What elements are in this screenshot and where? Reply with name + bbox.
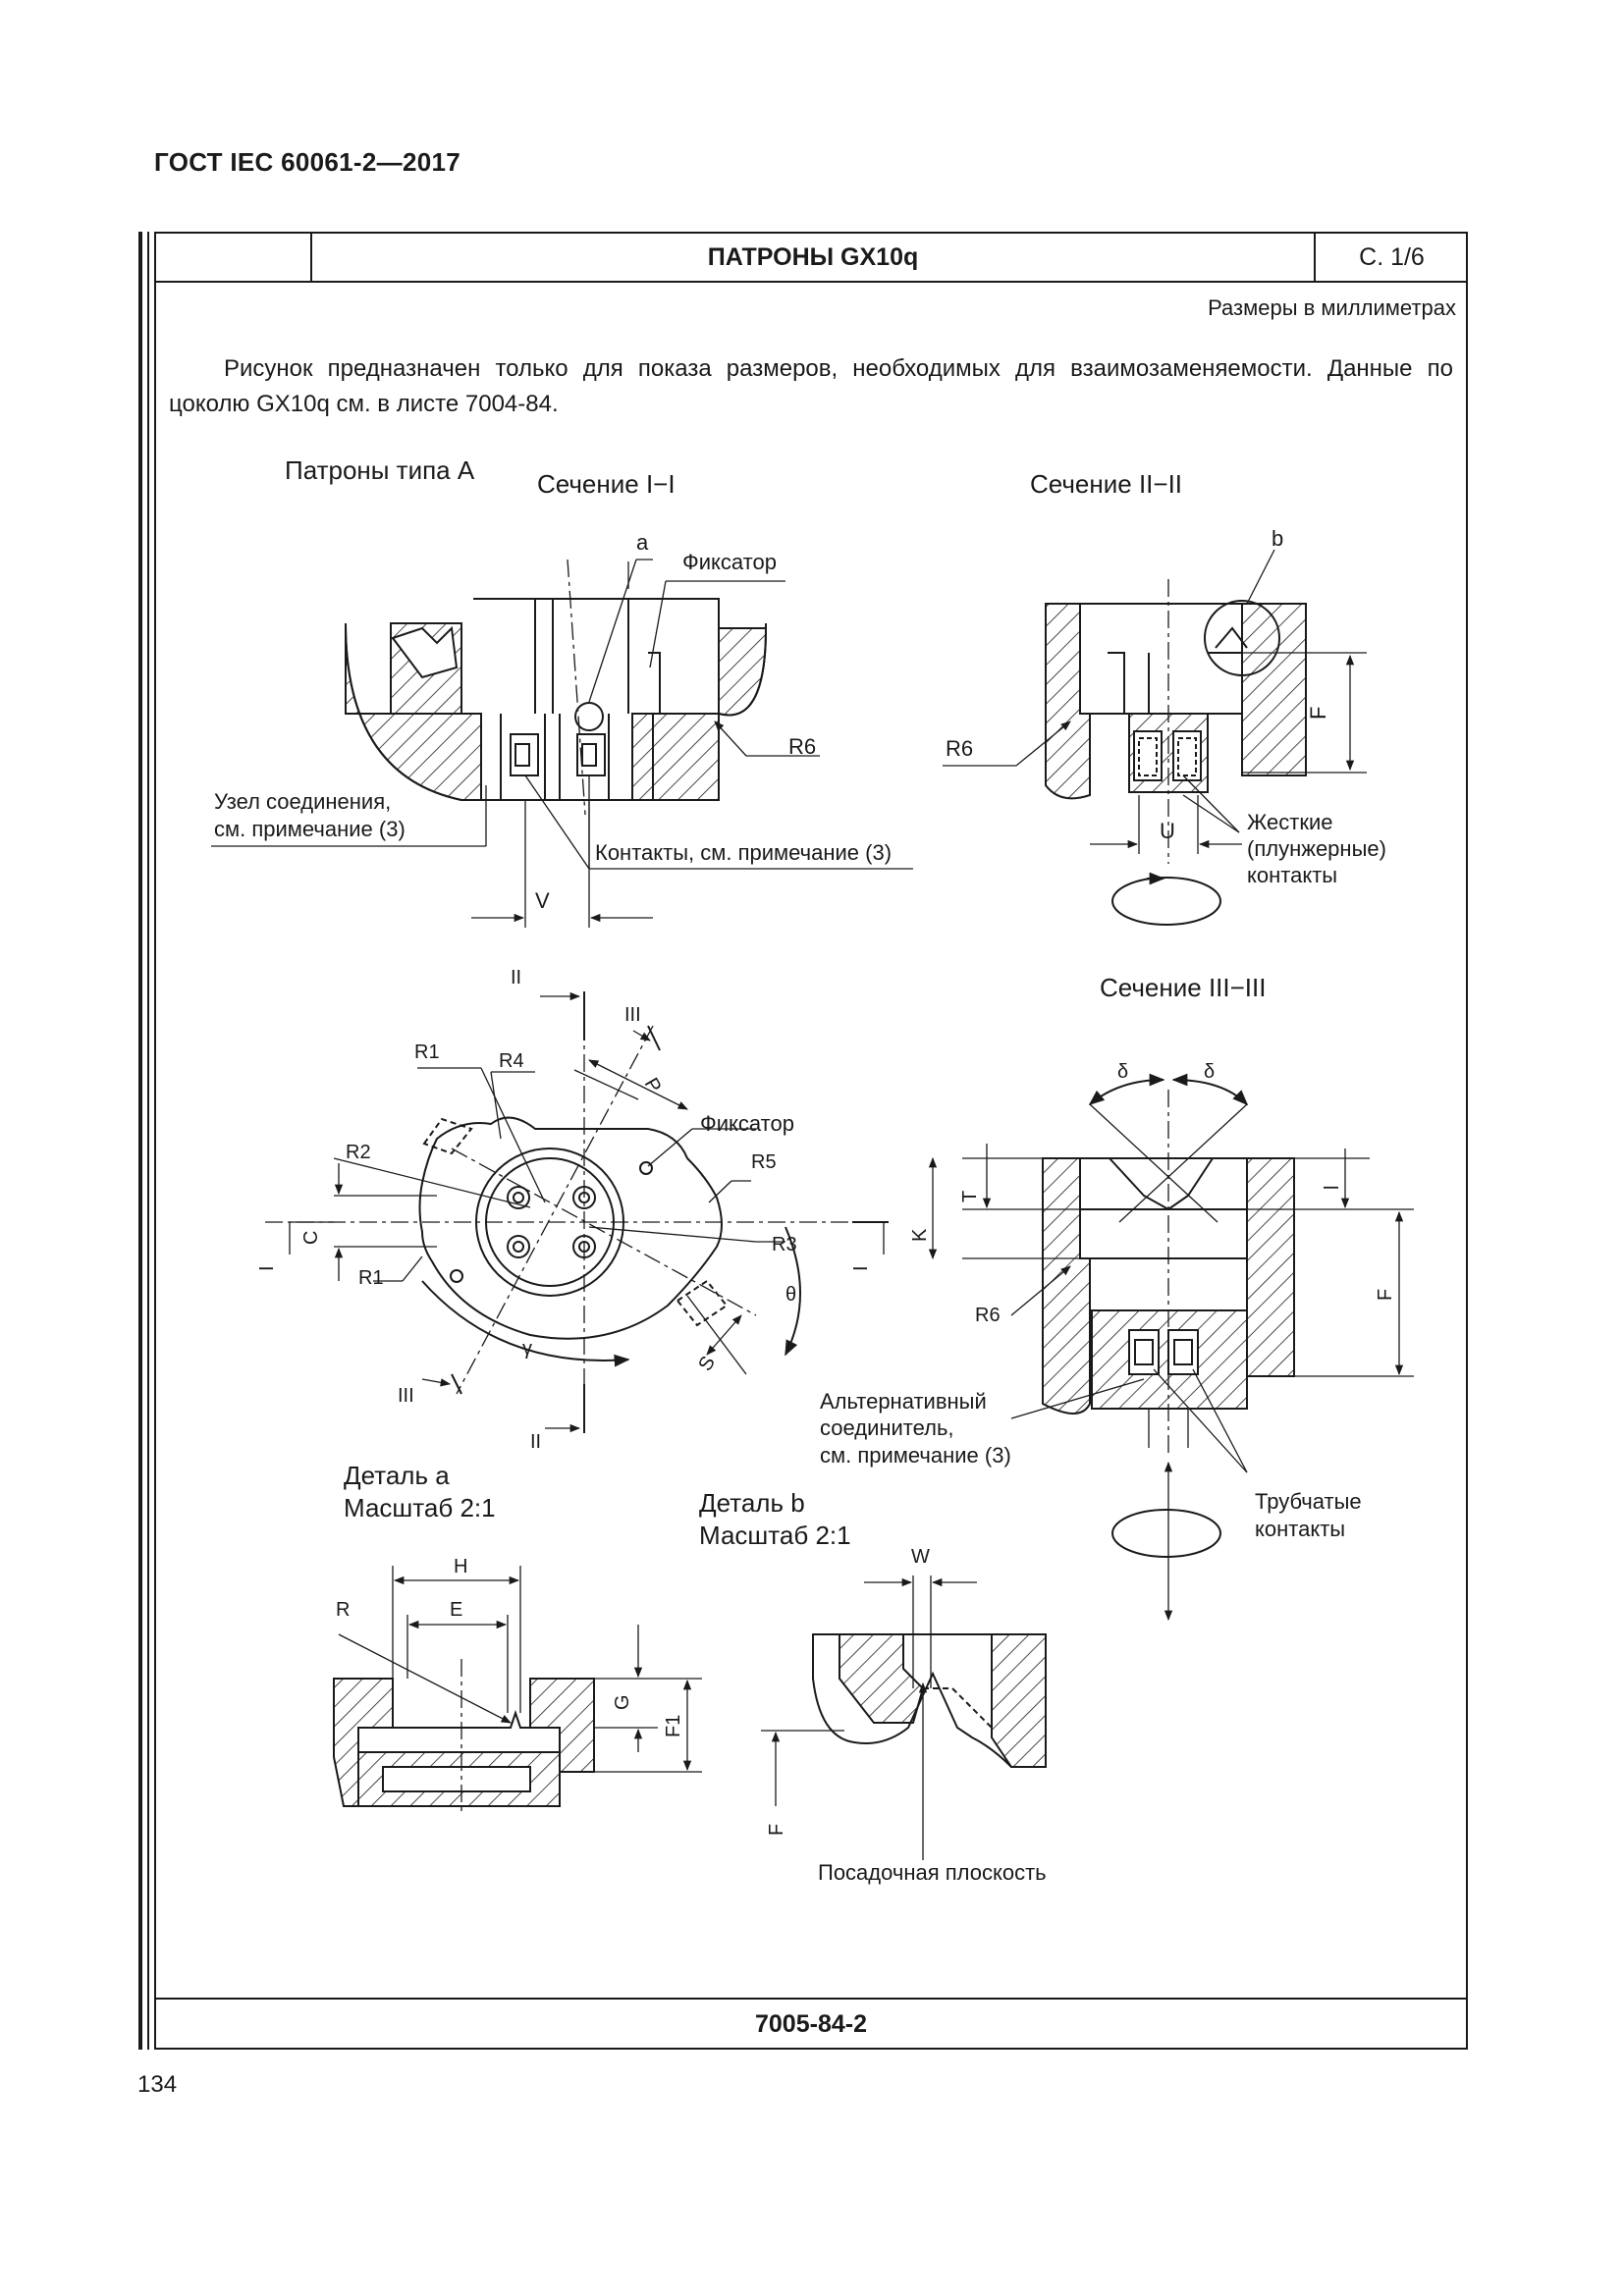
section-3-label-alt-3: см. примечание (3) xyxy=(820,1443,1011,1468)
section-3-drawing xyxy=(928,1073,1414,1622)
section-1-label-junction-2: см. примечание (3) xyxy=(214,817,406,841)
detail-a-label-e: E xyxy=(450,1599,462,1621)
intro-paragraph: Рисунок предназначен только для показа р… xyxy=(169,355,1453,417)
plan-label-r4: R4 xyxy=(499,1050,524,1072)
section-3-label-l: l xyxy=(1322,1186,1343,1190)
section-3-label-delta-right: δ xyxy=(1204,1061,1215,1083)
section-3-label-f: F xyxy=(1375,1289,1396,1301)
plan-label-i-left: I xyxy=(256,1265,278,1271)
frame-left-bar-inner xyxy=(147,232,149,2050)
detail-b-scale: Масштаб 2:1 xyxy=(699,1521,851,1550)
detail-a-drawing xyxy=(333,1566,702,1816)
section-3-label-r6: R6 xyxy=(975,1305,1001,1326)
title-row xyxy=(154,232,1468,283)
section-1-label-junction-1: Узел соединения, xyxy=(214,789,391,814)
section-2-label-f: F xyxy=(1306,707,1330,720)
plan-label-r1-bottom: R1 xyxy=(358,1267,384,1289)
plan-label-i-right: I xyxy=(850,1265,872,1271)
plan-label-p: P xyxy=(640,1075,666,1097)
plan-label-iii-top: III xyxy=(624,1004,641,1026)
section-2-label-b: b xyxy=(1272,526,1283,551)
plan-label-gamma: γ xyxy=(522,1338,532,1360)
section-3-label-tube-1: Трубчатые xyxy=(1255,1489,1362,1514)
plan-label-c: C xyxy=(300,1231,322,1245)
detail-b-label-seat: Посадочная плоскость xyxy=(818,1860,1047,1885)
section-2-label-u: U xyxy=(1160,819,1175,843)
section-2-label-r6: R6 xyxy=(946,736,973,761)
section-1-drawing xyxy=(211,559,913,928)
page-number: 134 xyxy=(137,2071,178,2098)
title-divider-right xyxy=(1314,232,1316,283)
section-3-label-alt-1: Альтернативный xyxy=(820,1389,987,1414)
plan-label-theta: θ xyxy=(785,1284,796,1306)
sheet-frame xyxy=(154,232,1468,2050)
units-note: Размеры в миллиметрах xyxy=(1208,295,1456,320)
section-2-label-rigid-2: (плунжерные) xyxy=(1247,836,1386,861)
frame-left-bar-outer xyxy=(138,232,142,2050)
section-2-label-rigid-1: Жесткие xyxy=(1247,810,1333,834)
detail-a-scale: Масштаб 2:1 xyxy=(344,1493,496,1522)
section-3-label-k: K xyxy=(909,1228,931,1242)
sheet-number: С. 1/6 xyxy=(1359,243,1425,271)
footer-sheet-code: 7005-84-2 xyxy=(755,2010,867,2038)
section-1-label-fixator: Фиксатор xyxy=(682,550,777,574)
type-a-label: Патроны типа А xyxy=(285,455,475,485)
plan-label-r5: R5 xyxy=(751,1151,777,1173)
plan-label-ii-bottom: II xyxy=(530,1431,541,1453)
detail-a-title: Деталь a xyxy=(344,1461,450,1490)
plan-label-r3: R3 xyxy=(772,1234,797,1255)
detail-a-label-f1: F1 xyxy=(663,1715,684,1737)
plan-label-iii-bottom: III xyxy=(398,1385,414,1407)
detail-a-label-h: H xyxy=(454,1556,467,1577)
plan-label-ii-top: II xyxy=(511,967,521,988)
section-3-label-t: T xyxy=(959,1191,981,1202)
detail-b-title: Деталь b xyxy=(699,1488,805,1518)
section-1-label-contacts: Контакты, см. примечание (3) xyxy=(595,840,892,865)
plan-label-r1-top: R1 xyxy=(414,1041,440,1063)
document-header: ГОСТ IEC 60061-2—2017 xyxy=(154,147,460,177)
section-2-drawing xyxy=(943,549,1367,926)
detail-b-label-f: F xyxy=(766,1824,787,1836)
plan-view-drawing xyxy=(265,991,889,1433)
section-3-label-delta-left: δ xyxy=(1117,1061,1128,1083)
section-3-title: Сечение III−III xyxy=(1100,973,1266,1002)
title-divider-left xyxy=(310,232,312,283)
detail-a-label-g: G xyxy=(612,1694,633,1710)
section-1-title: Сечение I−I xyxy=(537,469,676,499)
plan-label-r2: R2 xyxy=(346,1142,371,1163)
section-1-label-v: V xyxy=(535,888,550,913)
detail-b-label-w: W xyxy=(911,1546,930,1568)
section-1-label-a: a xyxy=(636,530,649,555)
section-2-title: Сечение II−II xyxy=(1030,469,1182,499)
plan-label-fixator: Фиксатор xyxy=(700,1111,794,1136)
footer-divider xyxy=(154,1998,1468,2000)
section-3-label-alt-2: соединитель, xyxy=(820,1415,954,1440)
detail-a-label-r: R xyxy=(336,1599,350,1621)
section-2-label-rigid-3: контакты xyxy=(1247,863,1337,887)
plan-label-s: S xyxy=(694,1353,720,1375)
section-1-label-r6: R6 xyxy=(788,734,816,759)
detail-b-drawing xyxy=(761,1575,1047,1860)
sheet-title: ПАТРОНЫ GX10q xyxy=(707,243,919,271)
section-3-label-tube-2: контакты xyxy=(1255,1517,1345,1541)
